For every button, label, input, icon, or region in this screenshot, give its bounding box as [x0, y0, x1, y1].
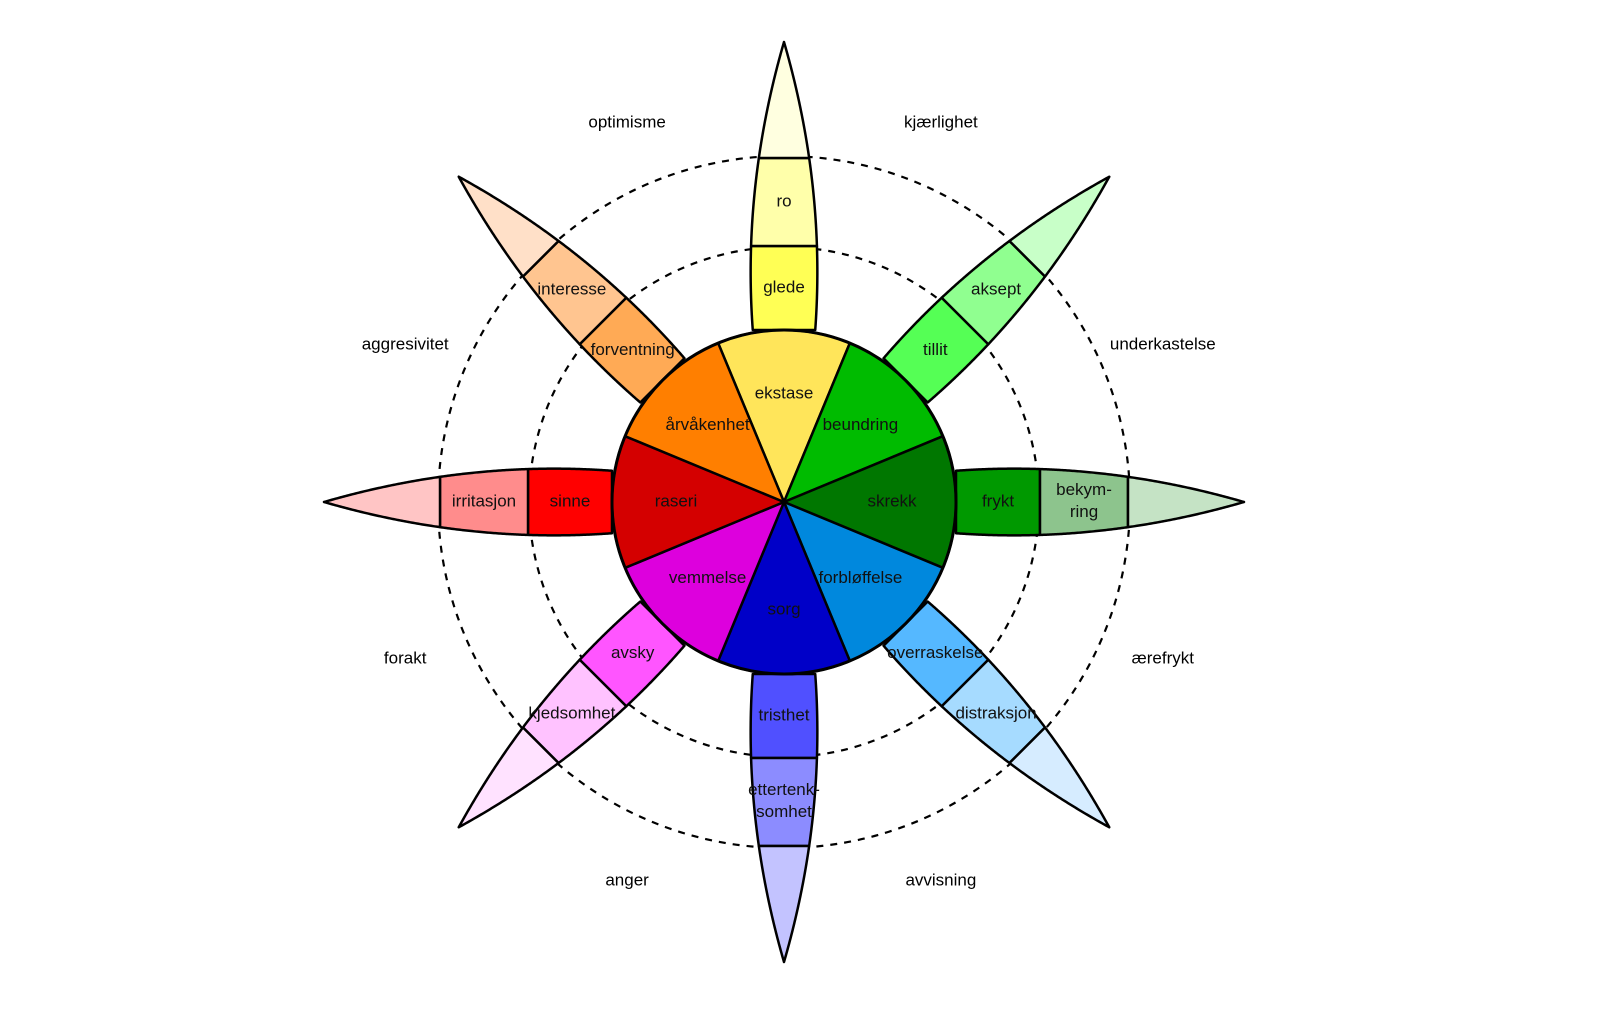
emotion-label-blue-1: forbløffelse — [819, 568, 903, 587]
dyad-label-5: anger — [605, 870, 649, 889]
petal-magenta — [457, 600, 686, 829]
emotion-label-red-2: sinne — [550, 491, 591, 510]
emotion-label-darkblue-1: sorg — [767, 599, 800, 618]
petal-darkgreen-band-3 — [1126, 475, 1246, 529]
emotion-label-blue-2: overraskelse — [887, 643, 983, 662]
petal-lightgreen — [882, 175, 1111, 404]
dyad-label-1: kjærlighet — [904, 113, 978, 132]
emotion-label-darkgreen-2: frykt — [982, 491, 1014, 510]
emotion-label-line: ring — [1070, 502, 1098, 521]
petal-magenta-band-3 — [457, 726, 560, 829]
dyad-label-3: ærefrykt — [1132, 648, 1195, 667]
emotion-label-magenta-2: avsky — [611, 643, 655, 662]
dyad-label-6: forakt — [384, 648, 427, 667]
petal-darkblue-band-3 — [757, 844, 811, 964]
emotion-label-line: somhet — [756, 802, 812, 821]
emotion-label-orange-2: forventning — [591, 340, 675, 359]
petal-darkblue — [749, 672, 819, 964]
emotion-label-darkblue-3: ettertenk-somhet — [748, 780, 820, 821]
dyad-label-2: underkastelse — [1110, 335, 1216, 354]
emotion-label-lightgreen-2: tillit — [923, 340, 948, 359]
emotion-label-red-3: irritasjon — [452, 491, 516, 510]
dyad-label-7: aggresivitet — [362, 335, 449, 354]
emotion-label-darkgreen-3: bekym-ring — [1056, 480, 1112, 521]
dyad-label-8: optimisme — [588, 113, 665, 132]
petal-lightgreen-band-3 — [1008, 175, 1111, 278]
emotion-label-orange-3: interesse — [537, 279, 606, 298]
labels-layer: ekstase glede ro beundring tillit aksept skrek… — [362, 113, 1216, 890]
emotion-label-blue-3: distraksjon — [955, 704, 1036, 723]
petal-orange — [457, 175, 686, 404]
emotion-label-orange-1: årvåkenhet — [666, 415, 750, 434]
emotion-label-darkgreen-1: skrekk — [867, 491, 917, 510]
core-circle — [610, 328, 958, 676]
emotion-label-red-1: raseri — [655, 491, 698, 510]
emotion-label-darkblue-2: tristhet — [758, 705, 809, 724]
emotion-label-magenta-3: kjedsomhet — [528, 704, 615, 723]
petal-red — [322, 467, 614, 537]
emotion-label-line: ettertenk- — [748, 780, 820, 799]
petal-darkgreen — [954, 467, 1246, 537]
petals-layer — [322, 40, 1246, 964]
emotion-label-lightgreen-3: aksept — [971, 279, 1021, 298]
emotion-label-line: bekym- — [1056, 480, 1112, 499]
petal-blue-band-3 — [1008, 726, 1111, 829]
petal-yellow — [749, 40, 819, 332]
ring-lines-layer — [610, 328, 958, 676]
dyad-label-4: avvisning — [905, 870, 976, 889]
petal-blue — [882, 600, 1111, 829]
petal-red-band-3 — [322, 475, 442, 529]
emotion-label-yellow-1: ekstase — [755, 383, 814, 402]
emotion-label-magenta-1: vemmelse — [669, 568, 746, 587]
petal-orange-band-3 — [457, 175, 560, 278]
emotion-label-yellow-2: glede — [763, 277, 805, 296]
petal-yellow-band-3 — [757, 40, 811, 160]
emotion-label-lightgreen-1: beundring — [823, 415, 899, 434]
emotion-label-yellow-3: ro — [776, 191, 791, 210]
